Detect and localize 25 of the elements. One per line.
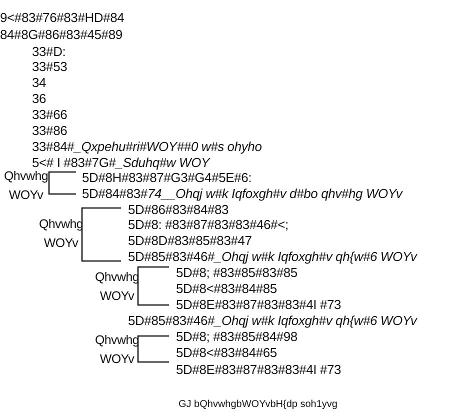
bracket-label: Qhvwhg WOYv [4,168,48,204]
text-line: 5D#8<#83#84#85 [176,281,277,297]
text-line: 5D#86#83#84#83 [128,202,229,218]
text-line: 84#8G#86#83#45#89 [0,27,122,43]
text-line: 5D#84#83#74__Ohqj w#k Iqfoxgh#v d#bo qhv#hg WOYv [82,186,402,202]
text-line: 5D#8H#83#87#G3#G4#5E#6: [82,170,252,186]
text-line: 9<#83#76#83#HD#84 [0,10,124,26]
text-line: 34 [32,75,46,91]
text-line: 5D#8D#83#85#83#47 [128,233,252,249]
text-line: 5D#8: #83#87#83#83#46#<; [128,217,288,233]
figure-caption: GJ bQhvwhgbWOYvbH{dp soh1yvg [178,398,338,411]
text-line: 33#53 [32,59,68,75]
text-line: 5D#8E#83#87#83#83#4I #73 [176,297,342,313]
text-line: 5D#8E#83#87#83#83#4I #73 [176,362,342,378]
text-line: 33#86 [32,123,68,139]
text-line: 36 [32,91,46,107]
text-line: 5D#8; #83#85#84#98 [176,329,298,345]
text-line: 5D#85#83#46#_Ohqj w#k Iqfoxgh#v qh{w#6 WOYv [128,249,417,265]
text-line: 33#84#_Qxpehu#ri#WOY##0 w#s ohyho [32,139,262,155]
text-line: 5D#8; #83#85#83#85 [176,265,298,281]
text-line: 5D#8<#83#84#65 [176,345,277,361]
text-line: 33#66 [32,107,68,123]
text-line: 33#D: [32,44,66,60]
text-line: 5<# I #83#7G#_Sduhq#w WOY [32,155,210,171]
text-line: 5D#85#83#46#_Ohqj w#k Iqfoxgh#v qh{w#6 WOYv [128,313,417,329]
